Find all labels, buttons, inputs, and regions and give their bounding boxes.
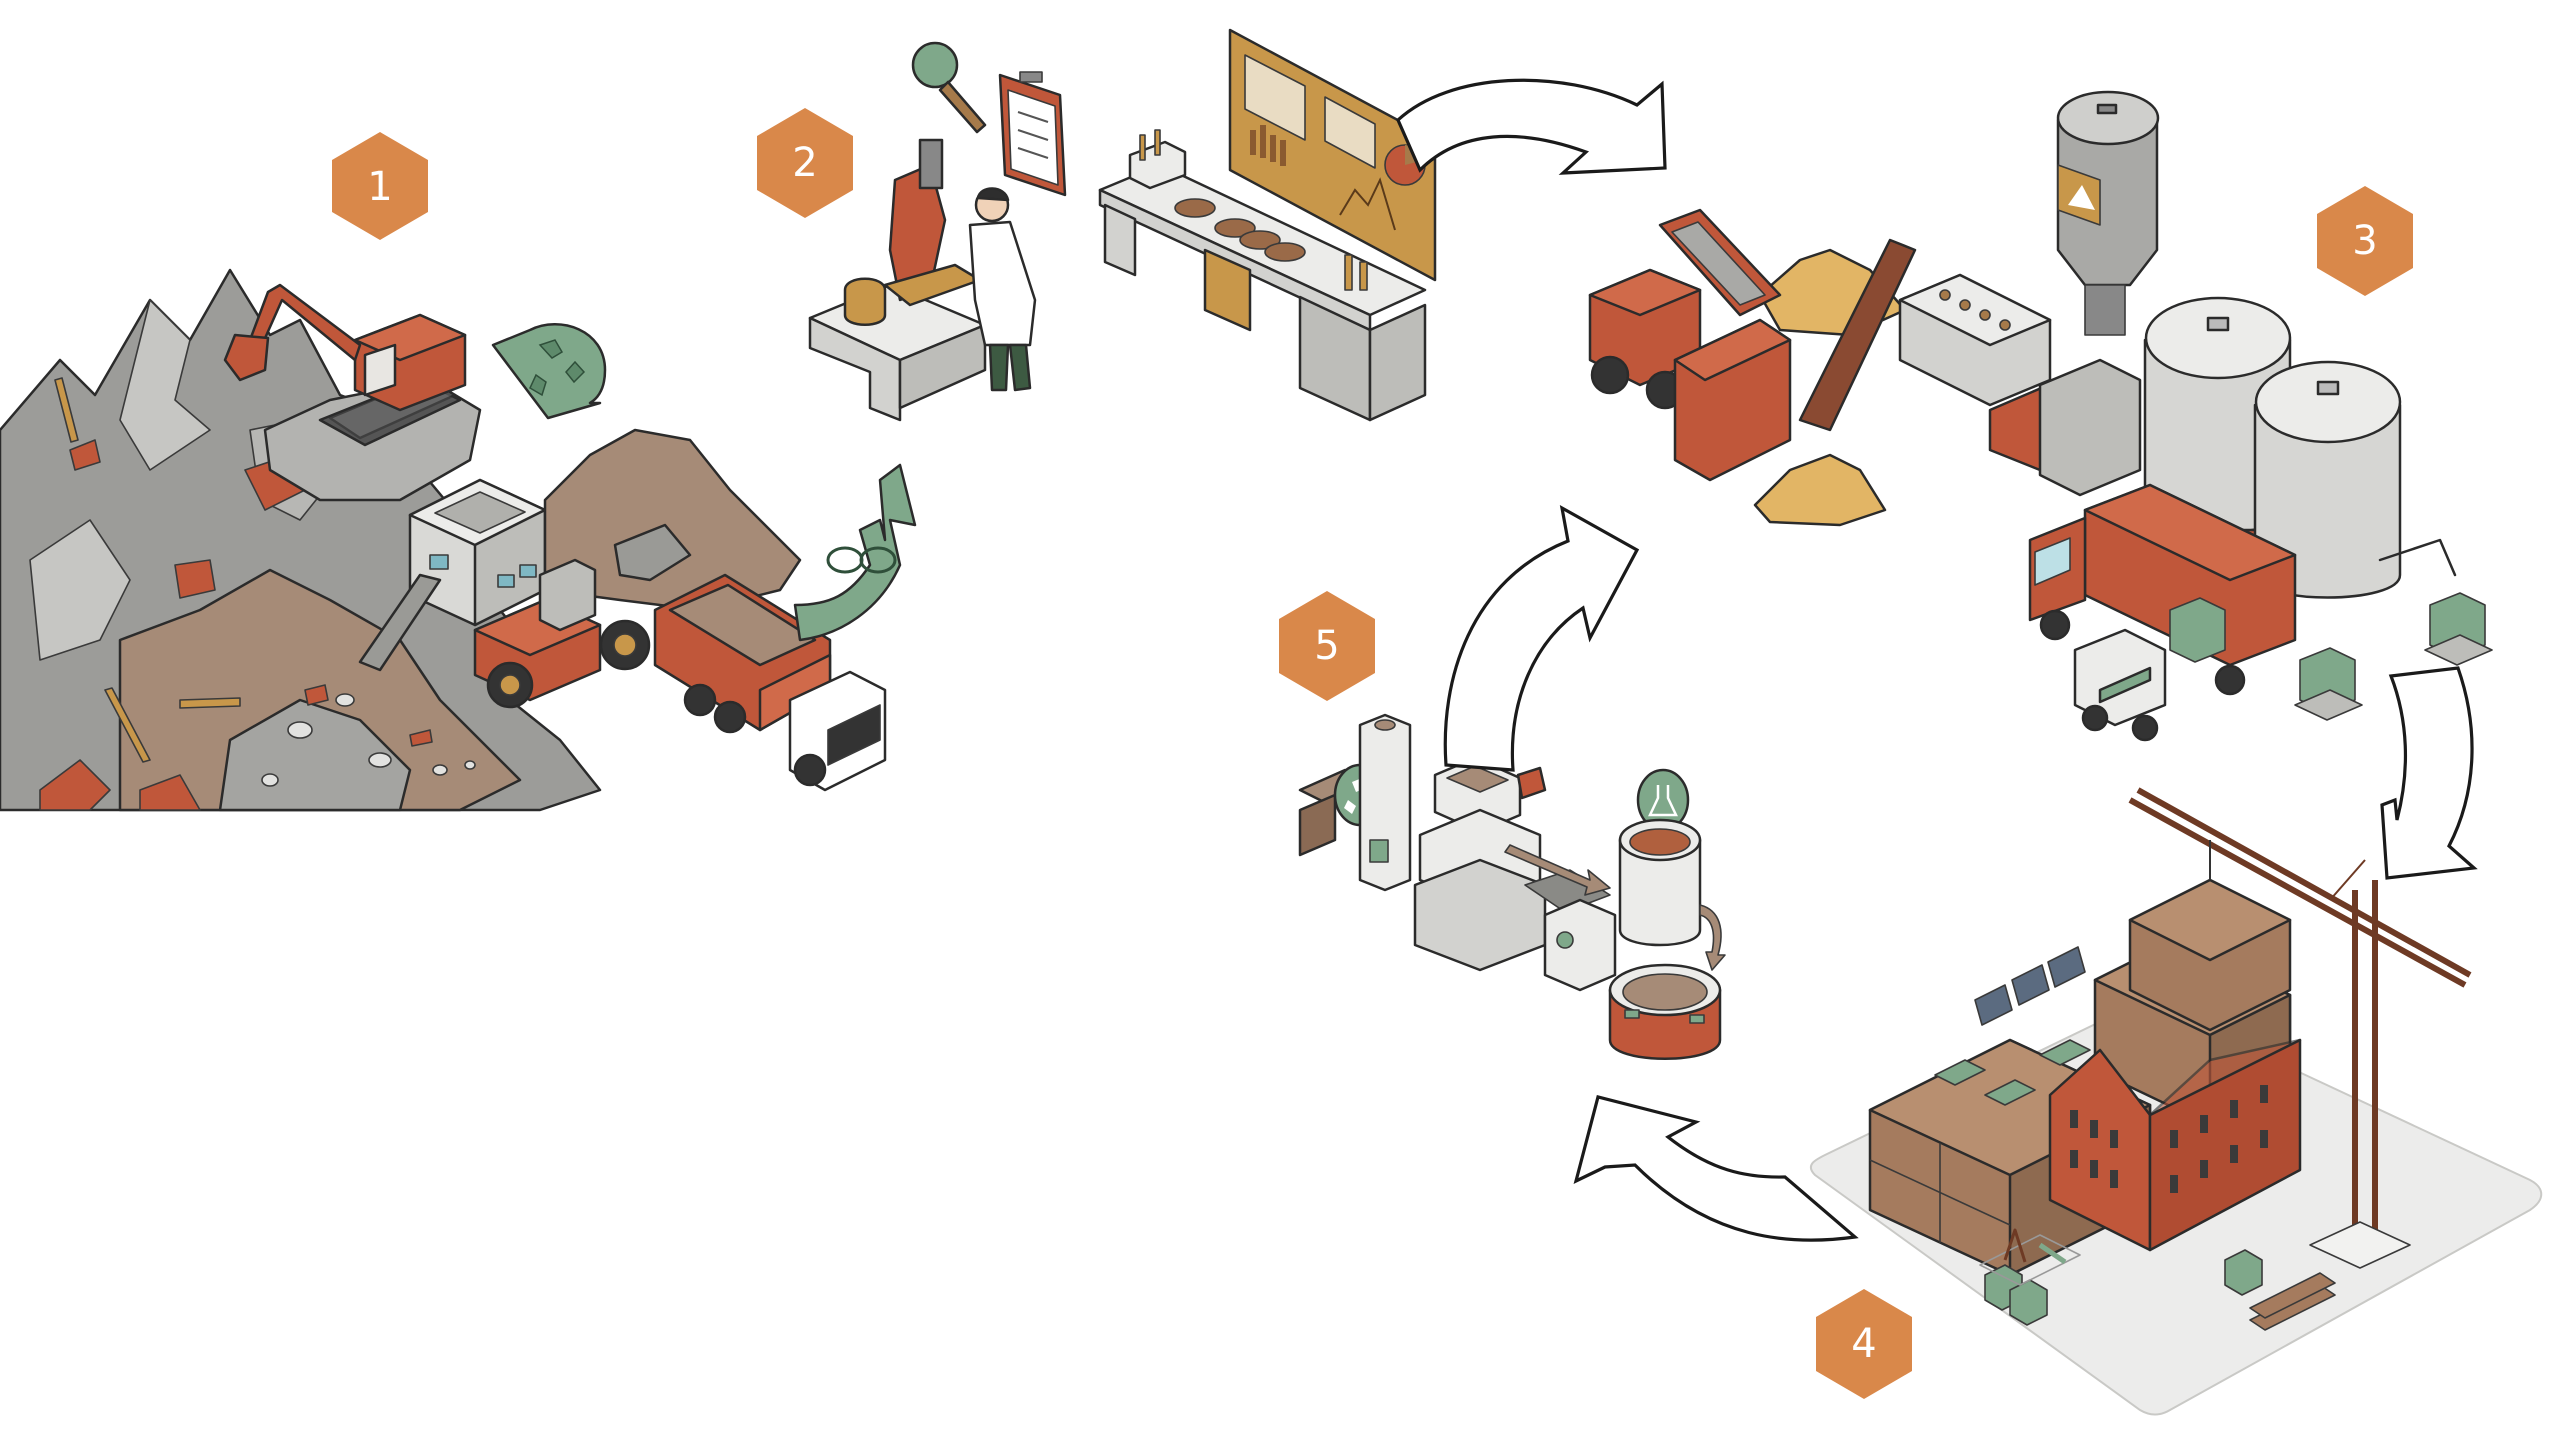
flow-arrow-2-to-3 (1396, 78, 1667, 175)
step-number: 4 (1851, 1321, 1876, 1367)
step-number: 1 (367, 164, 392, 210)
hopper-silo (2056, 90, 2160, 336)
scene-2-laboratory (808, 28, 1437, 422)
infinity-arrow-icon (826, 546, 897, 574)
rubble-highlight (29, 519, 131, 661)
rooftop-planters (1934, 1039, 2091, 1106)
step-marker-1: 1 (332, 132, 428, 240)
magnifier-icon (911, 41, 987, 134)
hopper-machine (1413, 756, 1611, 972)
step-marker-5: 5 (1279, 591, 1375, 701)
step-marker-2: 2 (757, 108, 853, 218)
scene-3-processing (1588, 90, 2493, 742)
playground (1979, 1228, 2081, 1286)
data-board (1228, 28, 1437, 282)
step-marker-3: 3 (2317, 186, 2413, 296)
screening-unit (1898, 273, 2142, 497)
flask-icon (1648, 785, 1678, 817)
clipboard-icon (998, 71, 1067, 197)
step-number: 5 (1314, 623, 1339, 669)
flow-arrow-4-to-5 (1573, 1095, 1859, 1242)
tower-crane (2128, 787, 2472, 1240)
feed-arrow (1504, 844, 1611, 896)
step-number: 2 (792, 140, 817, 186)
material-bags (1984, 1249, 2263, 1326)
big-bags (2169, 592, 2493, 721)
crusher-plant (358, 478, 547, 672)
scene-1-demolition (0, 268, 917, 812)
timber-sticks (54, 377, 241, 763)
conveyor (1798, 238, 1917, 432)
forklift (2073, 628, 2167, 742)
hexagon-badge (1279, 591, 1375, 701)
crane-base (2309, 1221, 2411, 1269)
brick-chunks (39, 439, 433, 811)
lab-bench (1098, 129, 1427, 422)
recycle-badge (491, 323, 607, 420)
hexagon-badge (2317, 186, 2413, 296)
shredder-loader (1588, 208, 1792, 482)
discharge-chute (2378, 538, 2457, 577)
step-marker-4: 4 (1816, 1289, 1912, 1399)
sample-dishes (1174, 198, 1306, 262)
grinder (1608, 818, 1726, 1060)
hexagon-badge (1816, 1289, 1912, 1399)
stones (261, 693, 476, 787)
flow-arrow-3-to-4 (2380, 666, 2478, 880)
windows (2070, 1085, 2268, 1193)
scientist (968, 187, 1037, 392)
brick-building (2048, 1038, 2302, 1252)
solar-panel-icon (1974, 946, 2086, 1026)
rubble-highlight (119, 299, 211, 471)
hexagon-badge (332, 132, 428, 240)
delivery-truck (2028, 483, 2297, 696)
hexagon-badge (757, 108, 853, 218)
infinity-arrow-badge (793, 463, 917, 642)
scene-5-reprocessing (1298, 713, 1726, 1060)
recycle-icon (529, 339, 586, 397)
microscope-desk (808, 138, 987, 422)
timber-stack (2249, 1272, 2336, 1331)
wheel-loader (473, 523, 692, 709)
flow-arrow-5-to-3 (1443, 504, 1640, 772)
storage-silo-2 (2253, 360, 2402, 599)
sand-heap-lower (1753, 453, 1887, 527)
dump-truck (653, 573, 887, 792)
excavator (223, 283, 467, 447)
aggregate-heap (543, 428, 802, 612)
scene-4-construction (1809, 787, 2543, 1416)
step-number: 3 (2352, 218, 2377, 264)
